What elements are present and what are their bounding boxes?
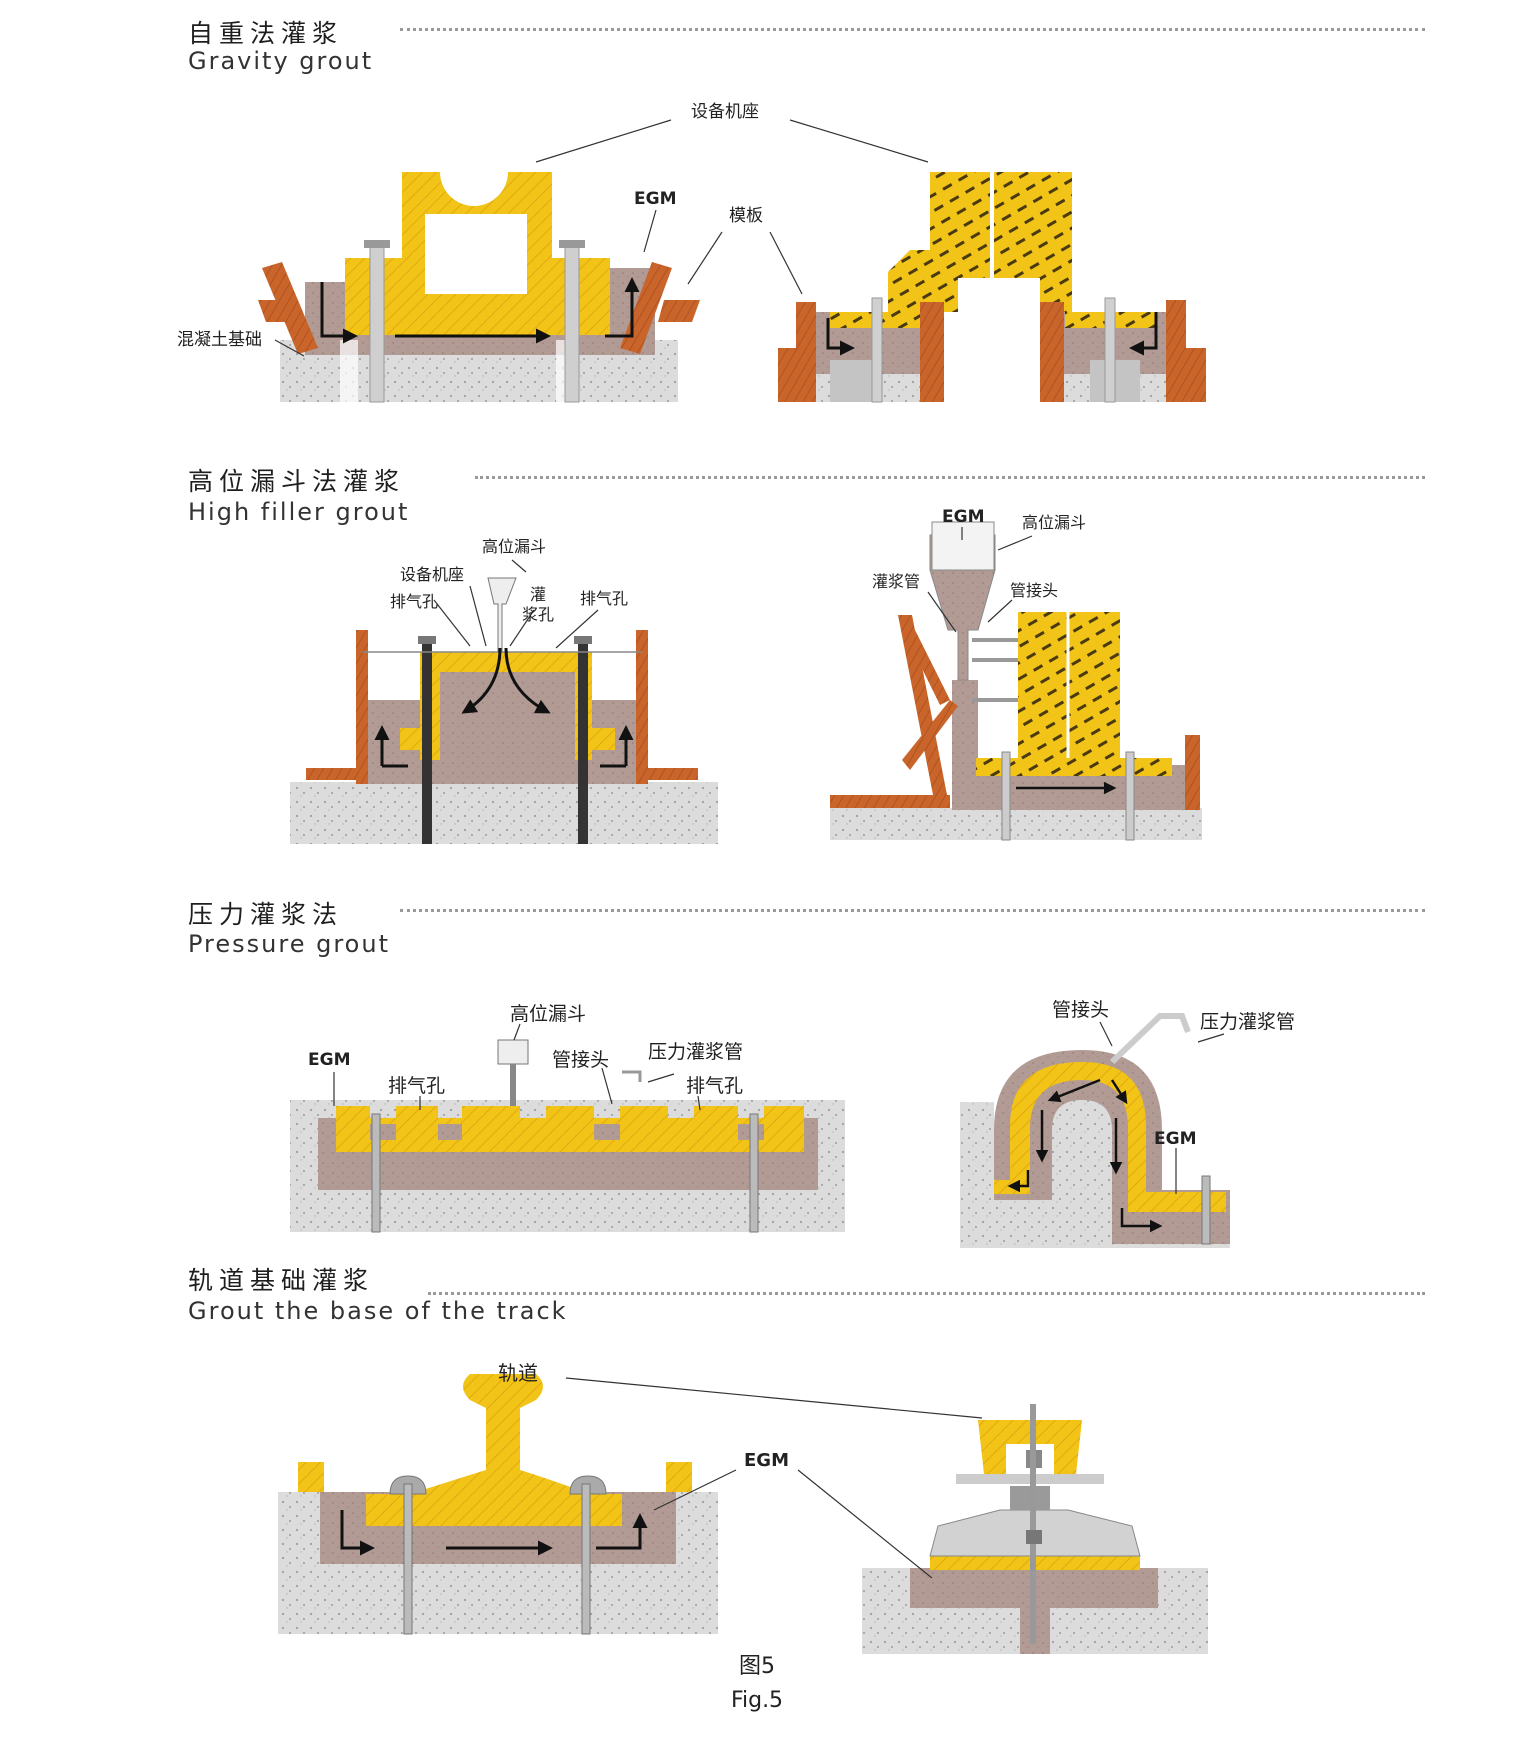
label-pressure-pipe: 压力灌浆管 xyxy=(648,1041,743,1063)
figure-caption-cn: 图5 xyxy=(739,1654,775,1679)
label-hopper: 高位漏斗 xyxy=(1022,513,1086,532)
track-left-diagram xyxy=(278,1374,718,1635)
pressure-left-diagram xyxy=(290,1039,845,1233)
section-4-subtitle: Grout the base of the track xyxy=(188,1297,568,1325)
track-right-diagram xyxy=(862,1404,1208,1654)
label-egm: EGM xyxy=(942,507,984,527)
label-equipment-base: 设备机座 xyxy=(691,102,759,122)
anchor-bolt xyxy=(564,243,580,403)
pressure-right-diagram xyxy=(960,1013,1230,1248)
high-filler-right-diagram xyxy=(830,521,1202,841)
section-2-subtitle: High filler grout xyxy=(188,498,410,526)
label-grout-pipe: 灌浆管 xyxy=(872,572,920,591)
leader-lines-s1 xyxy=(274,119,929,357)
section-2-divider xyxy=(475,476,1425,479)
rail xyxy=(978,1420,1082,1474)
label-egm: EGM xyxy=(1154,1129,1196,1149)
label-hopper: 高位漏斗 xyxy=(510,1003,586,1025)
section-4-title: 轨道基础灌浆 xyxy=(188,1266,375,1295)
high-filler-left-diagram xyxy=(290,577,718,844)
figure-caption-en: Fig.5 xyxy=(730,1688,784,1713)
label-egm: EGM xyxy=(308,1050,350,1070)
section-1-subtitle: Gravity grout xyxy=(188,47,374,75)
label-formwork: 模板 xyxy=(729,206,763,226)
label-grout-hole: 浆孔 xyxy=(522,605,554,624)
label-pipe-joint: 管接头 xyxy=(552,1049,609,1071)
anchor-bolt xyxy=(369,243,385,403)
section-2-title: 高位漏斗法灌浆 xyxy=(188,467,406,496)
label-vent-right: 排气孔 xyxy=(580,589,628,608)
section-1-divider xyxy=(400,28,1425,31)
label-vent-left: 排气孔 xyxy=(390,592,438,611)
label-pipe-joint: 管接头 xyxy=(1010,581,1058,600)
label-grout-char: 灌 xyxy=(530,585,546,604)
section-4-divider xyxy=(428,1292,1425,1295)
label-vent-left: 排气孔 xyxy=(388,1075,445,1097)
section-3-subtitle: Pressure grout xyxy=(188,930,390,958)
section-3-title: 压力灌浆法 xyxy=(188,900,344,929)
label-track: 轨道 xyxy=(498,1361,538,1385)
label-egm: EGM xyxy=(634,189,676,209)
label-egm: EGM xyxy=(744,1450,789,1471)
section-3-divider xyxy=(400,909,1425,912)
label-hopper: 高位漏斗 xyxy=(482,537,546,556)
label-pressure-pipe: 压力灌浆管 xyxy=(1200,1011,1295,1033)
equipment-base xyxy=(345,258,610,335)
equipment-base xyxy=(336,1106,804,1152)
gravity-left-diagram xyxy=(258,172,700,403)
section-1-title: 自重法灌浆 xyxy=(188,19,344,48)
rail xyxy=(410,1374,590,1494)
label-concrete-foundation: 混凝土基础 xyxy=(177,330,262,350)
label-vent-right: 排气孔 xyxy=(686,1075,743,1097)
gravity-right-diagram xyxy=(778,172,1206,403)
label-pipe-joint: 管接头 xyxy=(1052,999,1109,1021)
label-equipment-base: 设备机座 xyxy=(400,565,464,584)
